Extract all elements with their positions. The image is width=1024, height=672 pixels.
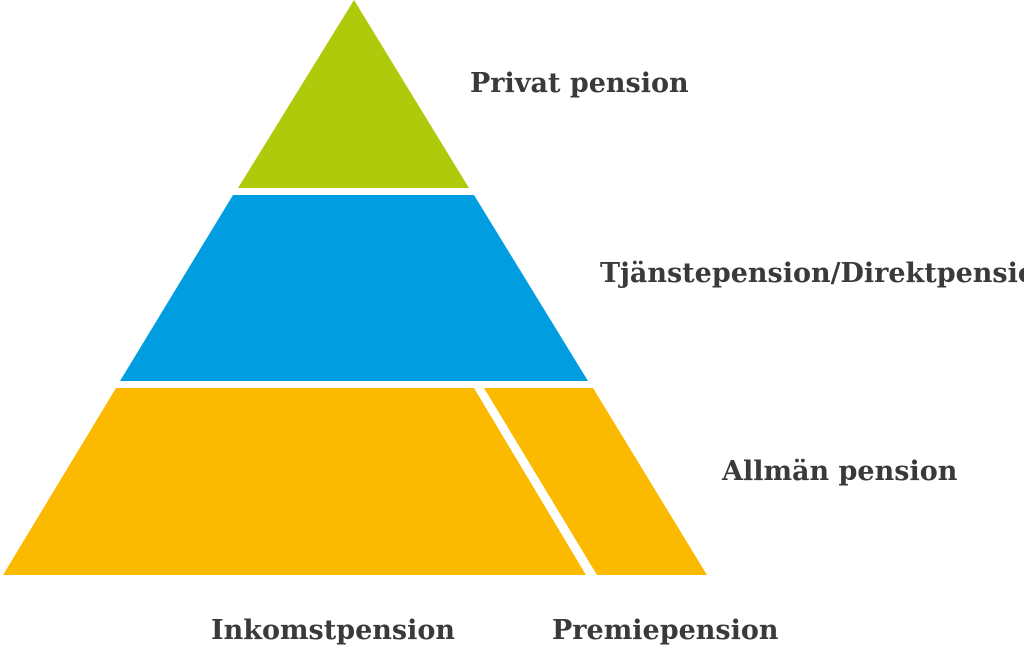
premium-pension-label: Premiepension xyxy=(552,615,779,646)
income-pension-label: Inkomstpension xyxy=(211,615,456,646)
occupational-pension-label: Tjänstepension/Direktpension xyxy=(600,258,1024,289)
occupational-pension-tier xyxy=(120,195,588,381)
general-pension-label: Allmän pension xyxy=(722,456,958,487)
private-pension-tier xyxy=(238,0,469,188)
premium-pension-segment xyxy=(484,388,707,575)
private-pension-label: Privat pension xyxy=(470,68,689,99)
income-pension-segment xyxy=(3,388,586,575)
